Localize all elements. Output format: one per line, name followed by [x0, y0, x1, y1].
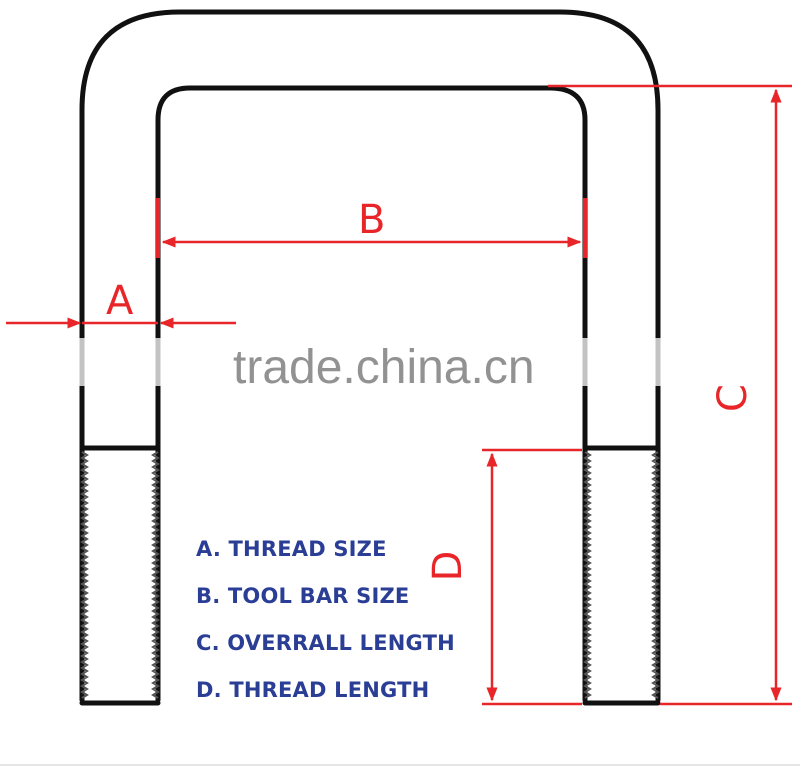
thread-texture — [80, 451, 660, 699]
legend-item-thread-length: D. THREAD LENGTH — [196, 678, 430, 702]
dimension-d — [482, 448, 582, 706]
watermark-fade — [76, 338, 664, 386]
dimension-d-label: D — [425, 551, 471, 582]
thread-edge — [651, 451, 660, 699]
inner-contour — [155, 85, 588, 703]
watermark: trade.china.cn — [233, 341, 535, 394]
outer-contour — [79, 9, 661, 703]
thread-edge — [80, 451, 89, 699]
legend-item-overall-length: C. OVERRALL LENGTH — [196, 631, 455, 655]
u-bolt-outline — [79, 9, 661, 706]
dimension-b-label: B — [358, 197, 385, 243]
dimension-c — [548, 84, 792, 706]
legend-item-tool-bar-size: B. TOOL BAR SIZE — [196, 584, 410, 608]
thread-edge — [151, 451, 160, 699]
legend: A. THREAD SIZE B. TOOL BAR SIZE C. OVERR… — [196, 533, 455, 721]
dimension-b — [156, 198, 587, 258]
legend-item-thread-size: A. THREAD SIZE — [196, 537, 387, 561]
dimension-c-label: C — [710, 384, 756, 412]
dimension-a-label: A — [106, 278, 134, 324]
thread-edge — [583, 451, 592, 699]
